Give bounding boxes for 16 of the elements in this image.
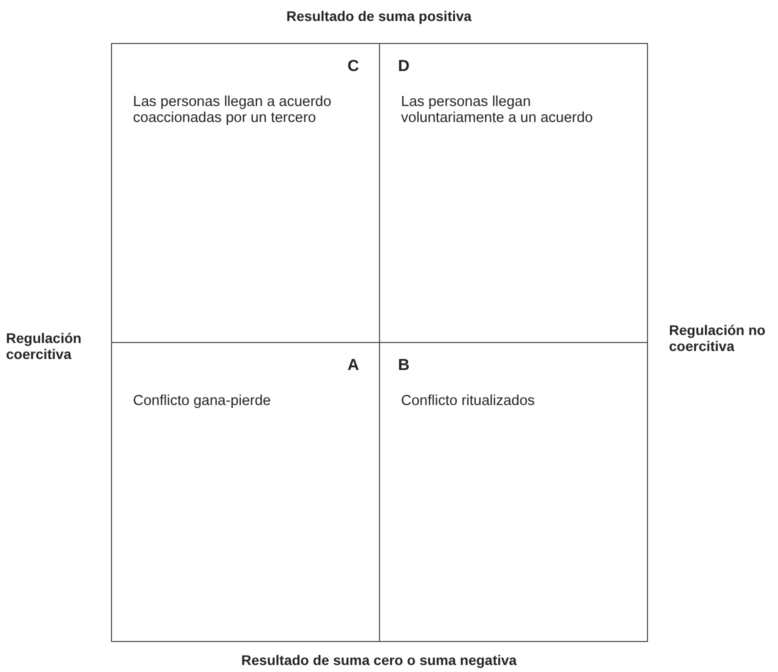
quadrant-letter: A	[347, 357, 359, 375]
quadrant-letter: C	[347, 58, 359, 76]
axis-label: Regulación coercitiva	[6, 330, 82, 362]
quadrant-box	[111, 43, 380, 343]
quadrant-description: Las personas llegan voluntariamente a un acuerdo	[401, 94, 594, 126]
axis-label: Resultado de suma positiva	[285, 8, 473, 24]
axis-label: Resultado de suma cero o suma negativa	[240, 652, 518, 668]
axis-label: Regulación no coercitiva	[669, 322, 766, 354]
quadrant-letter: B	[398, 357, 410, 375]
quadrant-description: Conflicto ritualizados	[401, 393, 536, 409]
quadrant-description: Conflicto gana-pierde	[133, 393, 272, 409]
quadrant-letter: D	[398, 58, 410, 76]
quadrant-box	[111, 342, 380, 642]
quadrant-box	[379, 342, 648, 642]
quadrant-description: Las personas llegan a acuerdo coaccionadas por un tercero	[133, 94, 332, 126]
quadrant-box	[379, 43, 648, 343]
